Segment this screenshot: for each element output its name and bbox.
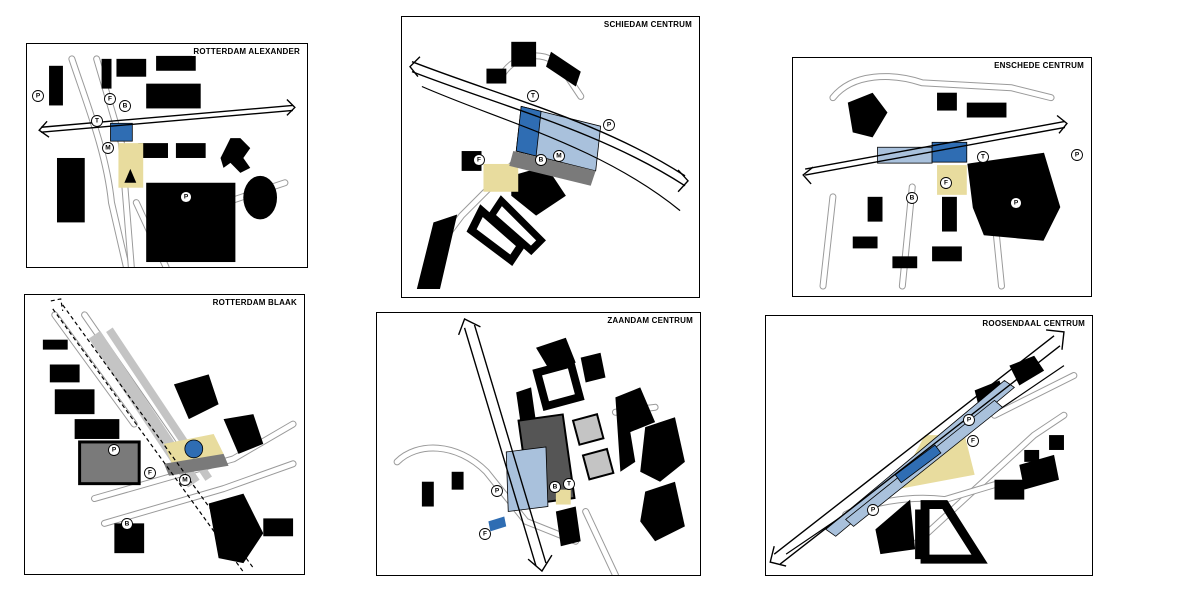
map-enschede-centrum	[802, 73, 1068, 290]
map-roosendaal-centrum	[769, 329, 1078, 567]
panel-title: ENSCHEDE CENTRUM	[993, 61, 1085, 70]
panel-title: ROTTERDAM ALEXANDER	[192, 47, 301, 56]
panel-rotterdam-blaak: ROTTERDAM BLAAK	[24, 294, 305, 575]
panel-title: SCHIEDAM CENTRUM	[602, 20, 693, 29]
map-schiedam-centrum	[409, 41, 689, 290]
panel-roosendaal-centrum: ROOSENDAAL CENTRUM	[765, 315, 1093, 576]
map-zaandam-centrum	[393, 317, 685, 575]
panel-enschede-centrum: ENSCHEDE CENTRUM	[792, 57, 1092, 297]
map-rotterdam-alexander	[38, 55, 296, 267]
panel-schiedam-centrum: SCHIEDAM CENTRUM	[401, 16, 700, 298]
map-rotterdam-blaak	[42, 298, 297, 573]
panel-zaandam-centrum: ZAANDAM CENTRUM	[376, 312, 701, 576]
panel-title: ROTTERDAM BLAAK	[211, 298, 298, 307]
panel-title: ZAANDAM CENTRUM	[606, 316, 694, 325]
panel-rotterdam-alexander: ROTTERDAM ALEXANDER	[26, 43, 308, 268]
panel-title: ROOSENDAAL CENTRUM	[981, 319, 1086, 328]
